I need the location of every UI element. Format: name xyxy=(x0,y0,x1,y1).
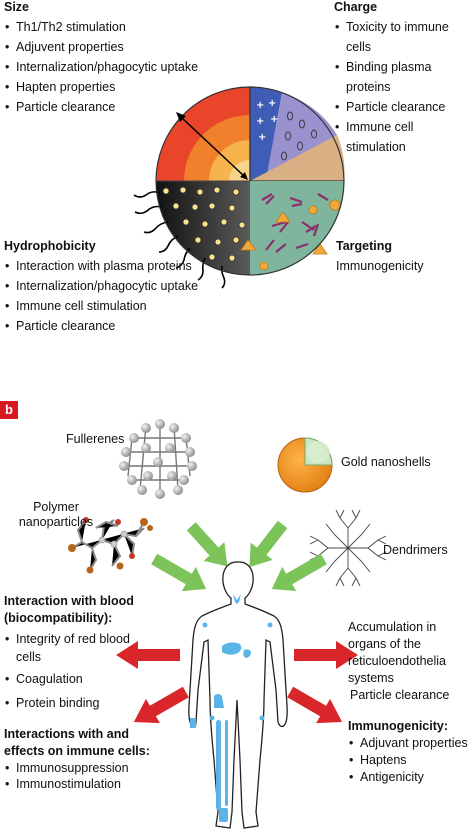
list-item: Integrity of red blood cells xyxy=(4,630,136,666)
lipid-heads xyxy=(162,186,246,262)
list-item: Adjuvent properties xyxy=(4,37,204,57)
svg-text:+: + xyxy=(268,98,276,109)
immunogenicity-title: Immunogenicity: xyxy=(348,719,449,733)
immunogenicity-list: Adjuvant properties Haptens Antigenicity xyxy=(348,735,472,786)
polymer-label: Polymer nanoparticles xyxy=(18,500,94,529)
nanoparticle-sphere: + + + + + xyxy=(133,86,345,289)
list-item: Internalization/phagocytic uptake xyxy=(4,276,204,296)
charge-list: Toxicity to immune cells Binding plasma … xyxy=(334,17,474,157)
immune-list: Immunosuppression Immunostimulation xyxy=(4,760,154,792)
list-item: Particle clearance xyxy=(334,97,474,117)
svg-text:+: + xyxy=(256,100,264,111)
human-body-outline xyxy=(188,561,288,829)
list-item: Antigenicity xyxy=(348,769,472,786)
hydrophobicity-title: Hydrophobicity xyxy=(4,239,96,253)
dendrimer-icon xyxy=(309,509,387,587)
svg-text:+: + xyxy=(256,116,264,127)
targeting-block: Targeting Immunogenicity xyxy=(336,236,472,276)
size-list: Th1/Th2 stimulation Adjuvent properties … xyxy=(4,17,204,117)
hydrophobicity-list: Interaction with plasma proteins Interna… xyxy=(4,256,204,336)
size-block: Size Th1/Th2 stimulation Adjuvent proper… xyxy=(4,0,204,117)
targeting-ligands xyxy=(261,193,329,253)
list-item: Binding plasma proteins xyxy=(334,57,474,97)
list-item: Immune cell stimulation xyxy=(4,296,204,316)
svg-text:+: + xyxy=(270,114,278,125)
immunogenicity-block: Immunogenicity: Adjuvant properties Hapt… xyxy=(348,718,472,786)
targeting-subtitle: Immunogenicity xyxy=(336,259,424,273)
fullerene-icon xyxy=(119,419,197,499)
list-item: Particle clearance xyxy=(4,316,204,336)
blood-list: Integrity of red blood cells Coagulation… xyxy=(4,630,164,713)
list-item: Particle clearance xyxy=(4,97,204,117)
list-item: Internalization/phagocytic uptake xyxy=(4,57,204,77)
charge-title: Charge xyxy=(334,0,378,14)
list-item: Immune cell stimulation xyxy=(334,117,474,157)
targeting-title: Targeting xyxy=(336,239,393,253)
charge-block: Charge Toxicity to immune cells Binding … xyxy=(334,0,474,157)
gold-nanoshells-label: Gold nanoshells xyxy=(341,455,431,469)
hydrophobicity-block: Hydrophobicity Interaction with plasma p… xyxy=(4,236,204,336)
list-item: Coagulation xyxy=(4,669,164,689)
dendrimers-label: Dendrimers xyxy=(383,543,448,557)
panel-b-label: b xyxy=(0,401,18,419)
svg-text:+: + xyxy=(258,132,266,143)
fullerenes-label: Fullerenes xyxy=(66,432,125,446)
list-item: Th1/Th2 stimulation xyxy=(4,17,204,37)
polymer-nanoparticle-icon xyxy=(68,517,153,574)
green-arrows xyxy=(151,520,327,592)
list-item: Adjuvant properties xyxy=(348,735,472,752)
list-item: Immunostimulation xyxy=(4,776,154,792)
list-item: Interaction with plasma proteins xyxy=(4,256,204,276)
organs xyxy=(190,594,273,822)
blood-block: Interaction with blood (biocompatibility… xyxy=(4,593,164,713)
clearance-text: Particle clearance xyxy=(350,688,450,702)
list-item: Hapten properties xyxy=(4,77,204,97)
list-item: Toxicity to immune cells xyxy=(334,17,474,57)
accumulation-text: Accumulation in organs of the reticuloen… xyxy=(348,620,446,685)
list-item: Immunosuppression xyxy=(4,760,154,776)
list-item: Protein binding xyxy=(4,693,164,713)
gold-nanoshell-icon xyxy=(277,437,333,493)
list-item: Haptens xyxy=(348,752,472,769)
immune-title: Interactions with and effects on immune … xyxy=(4,727,150,758)
blood-title: Interaction with blood (biocompatibility… xyxy=(4,594,134,625)
immune-block: Interactions with and effects on immune … xyxy=(4,726,154,792)
size-title: Size xyxy=(4,0,30,14)
